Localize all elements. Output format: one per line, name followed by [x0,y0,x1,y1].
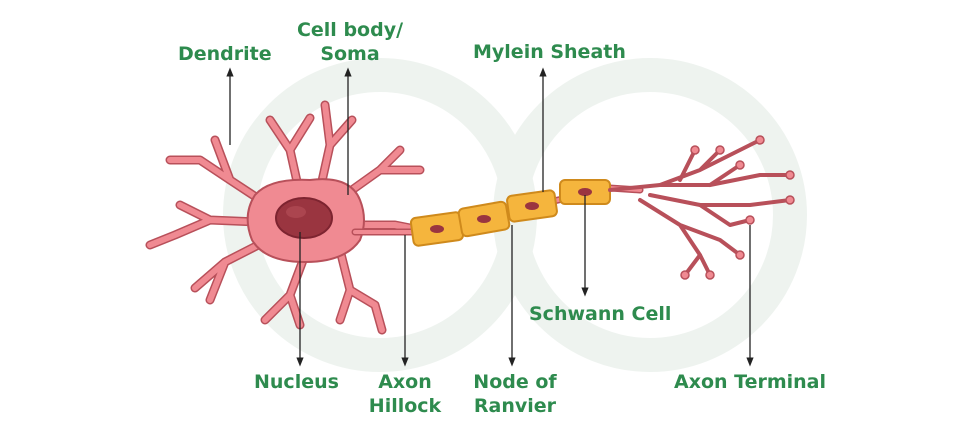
nucleus [275,197,333,239]
nucleus-label: Nucleus [254,371,339,393]
dendrite-label: Dendrite [178,43,272,65]
schwann-cell-label: Schwann Cell [529,303,672,325]
schwann-cells [409,179,611,247]
myelin-sheath-label: Mylein Sheath [473,41,626,63]
label-arrows [226,67,754,367]
terminal-knobs [680,135,795,280]
cell-body-label: Cell body/ Soma [296,19,404,65]
node-of-ranvier-label: Node of Ranvier [473,371,557,417]
axon-hillock-label: Axon Hillock [368,371,442,417]
axon-terminal-label: Axon Terminal [674,371,827,393]
